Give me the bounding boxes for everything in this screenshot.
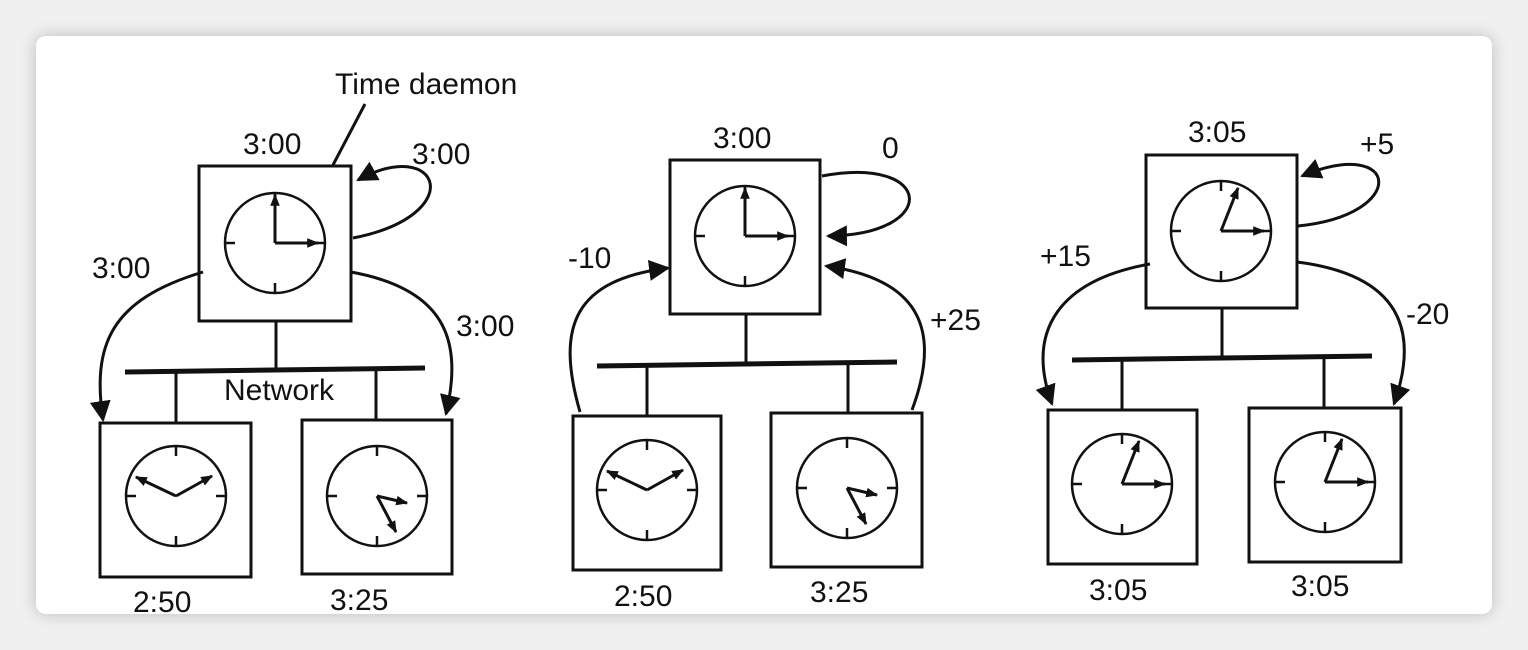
left-machine-clock: [1046, 408, 1199, 566]
self-arrow: [352, 161, 432, 240]
left-machine-time: 2:50: [133, 586, 191, 614]
panel-c: 3:05 +5 +15 -20 3:05: [1035, 116, 1449, 607]
right-arrow: [350, 270, 461, 417]
berkeley-clock-sync-diagram: Time daemon 3:00 3:00 3:00 3:00 Network: [89, 68, 1449, 614]
self-arrow-label: 0: [882, 132, 899, 165]
right-machine-time: 3:25: [330, 584, 388, 614]
left-machine-clock: [571, 414, 723, 572]
time-daemon-pointer: [331, 103, 367, 166]
right-arrow-label: -20: [1406, 298, 1449, 331]
self-arrow-label: +5: [1360, 128, 1394, 161]
right-machine-clock: [300, 418, 454, 576]
left-arrow: [89, 270, 204, 423]
self-arrow: [1297, 159, 1381, 228]
daemon-time-label: 3:00: [243, 128, 301, 161]
right-machine-time: 3:05: [1291, 570, 1349, 603]
network-bus: [596, 359, 898, 369]
panel-b: 3:00 0 -10 +25 2:50: [568, 122, 981, 613]
left-machine-time: 2:50: [614, 580, 672, 613]
daemon-clock: [668, 158, 822, 316]
panel-a: Time daemon 3:00 3:00 3:00 3:00 Network: [89, 68, 517, 614]
left-arrow-label: -10: [568, 242, 611, 275]
left-arrow: [568, 260, 671, 413]
right-arrow: [1296, 260, 1411, 406]
daemon-clock: [1144, 153, 1299, 310]
right-arrow-label: +25: [930, 304, 981, 337]
self-arrow: [821, 170, 911, 247]
daemon-clock: [197, 164, 353, 323]
time-daemon-label: Time daemon: [335, 68, 517, 101]
left-machine-time: 3:05: [1089, 574, 1147, 607]
daemon-time-label: 3:00: [713, 122, 771, 155]
left-arrow-label: +15: [1040, 240, 1091, 273]
self-arrow-label: 3:00: [412, 138, 470, 171]
left-arrow-label: 3:00: [92, 252, 150, 285]
network-bus: [1071, 353, 1373, 363]
diagram-card: Time daemon 3:00 3:00 3:00 3:00 Network: [36, 36, 1492, 614]
right-arrow-label: 3:00: [456, 310, 514, 343]
daemon-time-label: 3:05: [1188, 116, 1246, 149]
network-label: Network: [224, 374, 335, 407]
right-machine-time: 3:25: [810, 576, 868, 609]
left-arrow: [1035, 262, 1151, 406]
right-machine-clock: [1247, 406, 1403, 564]
left-machine-clock: [98, 421, 253, 579]
network-bus: [124, 365, 426, 375]
right-arrow: [823, 258, 926, 411]
right-machine-clock: [769, 411, 924, 569]
